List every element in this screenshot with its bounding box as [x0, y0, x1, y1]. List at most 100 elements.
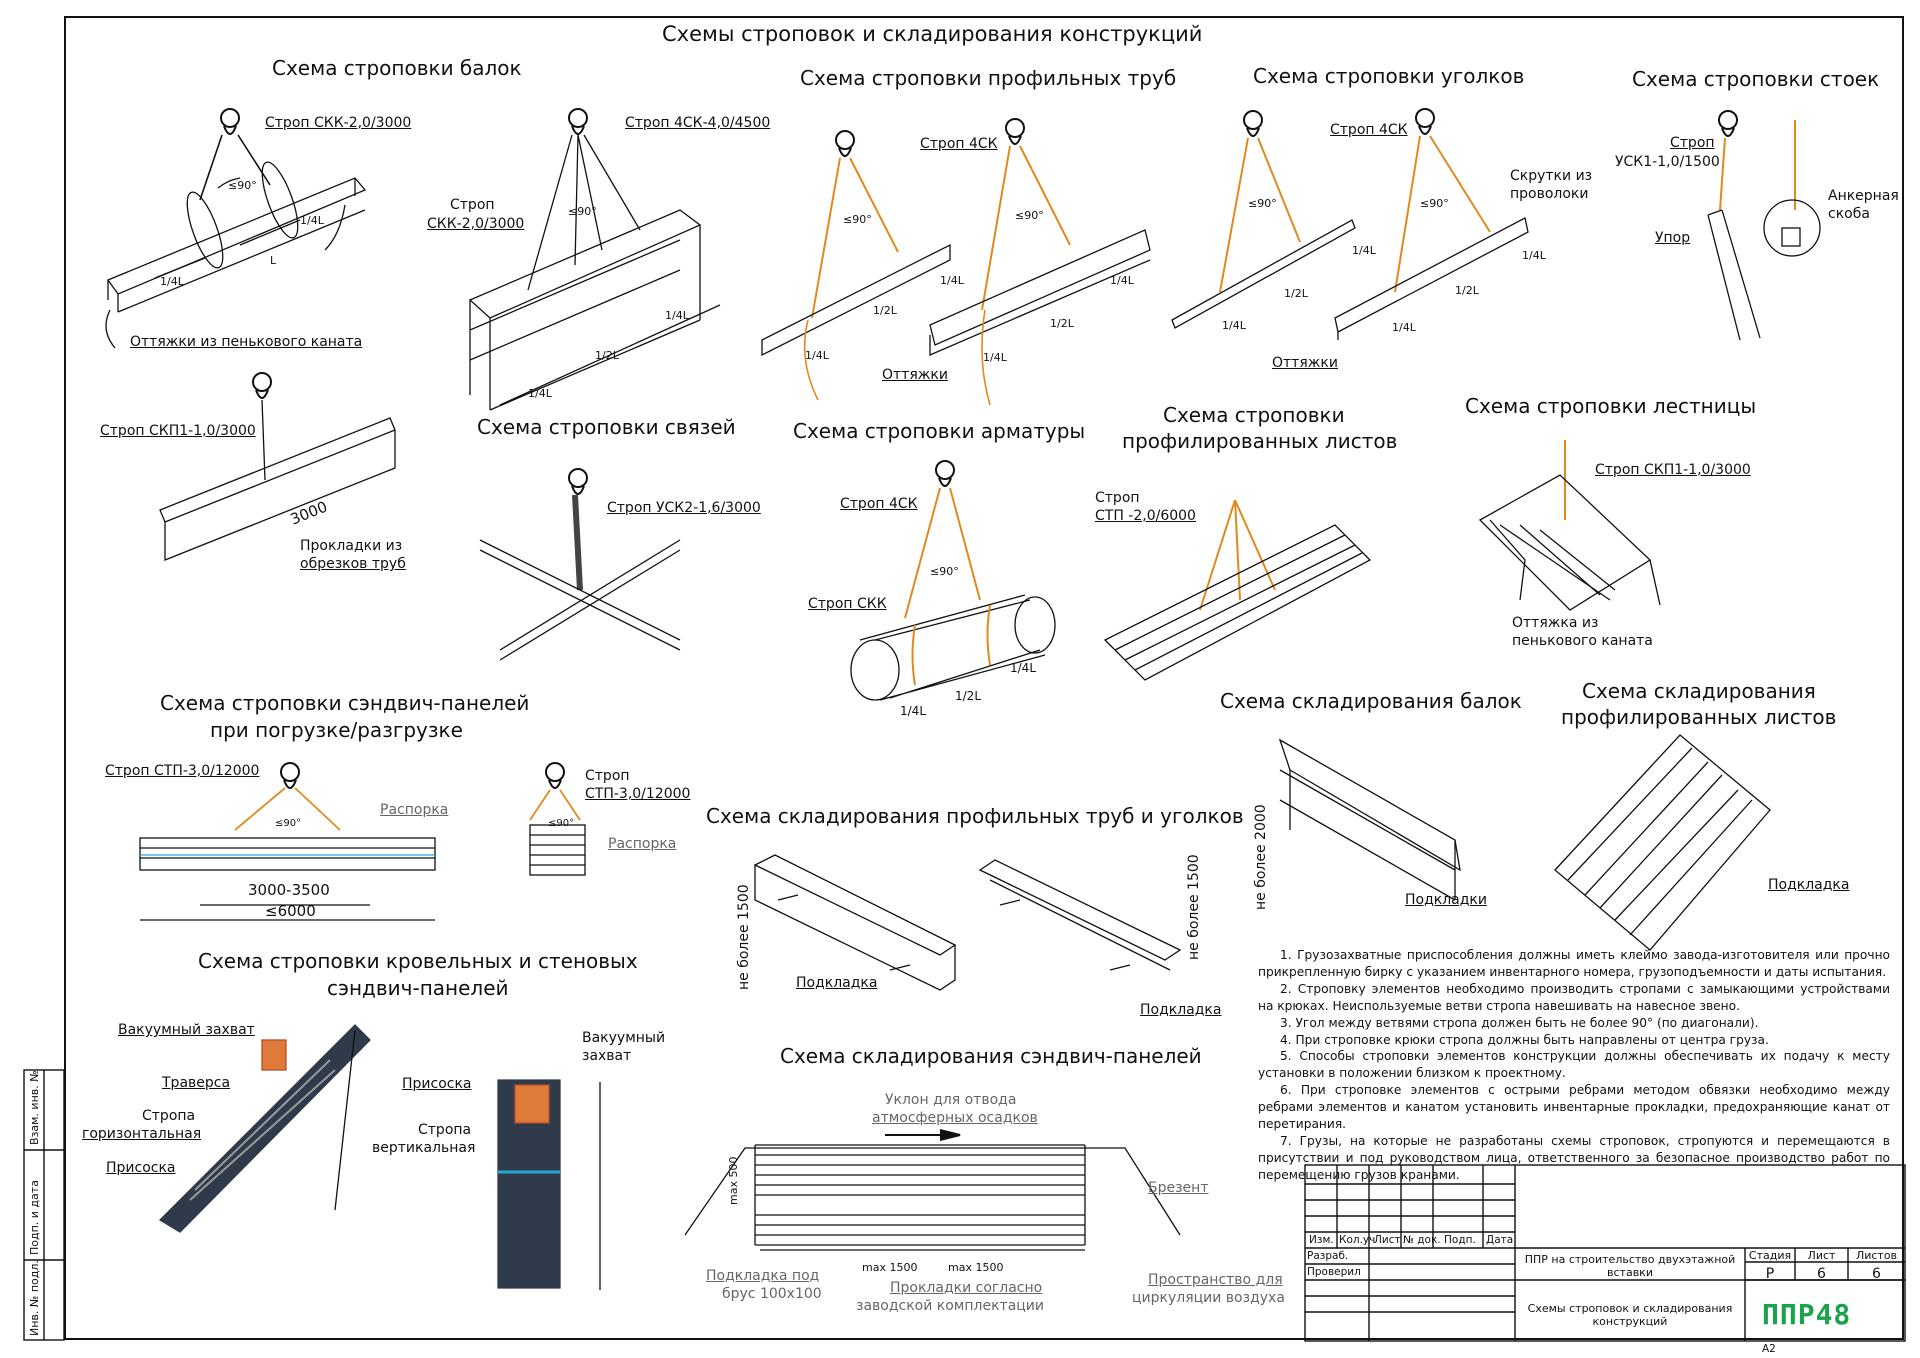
label-rasporka-1: Распорка	[380, 802, 449, 818]
label-angle-angles-1: ≤90°	[1248, 197, 1277, 210]
note-2: 2. Строповку элементов необходимо произв…	[1258, 981, 1890, 1013]
tb-listov-h: Листов	[1855, 1249, 1898, 1262]
label-stp3-b: СТП-3,0/12000	[585, 786, 691, 802]
label-max1500-1: max 1500	[862, 1261, 918, 1274]
beam-sling-sketch	[105, 108, 367, 349]
sandwich-storage-sketch	[684, 1129, 1181, 1251]
label-skp1-beam: Строп СКП1-1,0/3000	[100, 423, 256, 439]
label-half-angles-1: 1/2L	[1284, 287, 1308, 300]
label-quarter-angles-1: 1/4L	[1222, 319, 1246, 332]
label-angle-sandwich-2: ≤90°	[548, 818, 575, 829]
label-half-bundle: 1/2L	[595, 349, 619, 362]
ladder-sketch	[1478, 440, 1661, 611]
tb-list-h: Лист	[1807, 1249, 1836, 1262]
note-7: 7. Грузы, на которые не разработаны схем…	[1258, 1133, 1890, 1182]
label-strop-sheets: Строп	[1095, 490, 1140, 506]
heading-sandwich-1: Схема строповки сэндвич-панелей	[160, 691, 530, 715]
label-ottyazhki-pipes: Оттяжки	[882, 367, 948, 383]
tb-sheet-name: Схемы строповок и складирования конструк…	[1527, 1302, 1733, 1328]
sheet-title: Схемы строповок и складирования конструк…	[662, 22, 1203, 46]
heading-store-beams: Схема складирования балок	[1220, 689, 1522, 713]
label-angle-sandwich-1: ≤90°	[275, 818, 302, 829]
label-stp3: Строп СТП-3,0/12000	[105, 763, 260, 779]
label-strop-posts: Строп	[1670, 135, 1715, 151]
label-prostranstvo-2: циркуляции воздуха	[1132, 1290, 1285, 1306]
pipe-sling-sketch	[761, 118, 1151, 406]
label-vakuum-2: захват	[582, 1048, 632, 1064]
label-prisoska-2: Присоска	[402, 1076, 472, 1092]
beam-bundle-sketch	[468, 108, 721, 411]
heading-posts: Схема строповки стоек	[1632, 67, 1880, 91]
label-quarter-angles-2: 1/4L	[1352, 244, 1376, 257]
label-quarter-pipes-2: 1/4L	[940, 274, 964, 287]
label-vakuum: Вакуумный захват	[118, 1022, 255, 1038]
label-stp2: СТП -2,0/6000	[1095, 508, 1196, 524]
brace-sling-sketch	[479, 468, 681, 661]
label-ne-bolee-1500-2: не более 1500	[1186, 854, 1202, 960]
label-uklon-1: Уклон для отвода	[885, 1092, 1017, 1108]
side-stamp-1: Взам. инв. №	[28, 1070, 41, 1145]
sheet-storage-sketch	[1554, 734, 1771, 951]
tb-col-izm: Изм.	[1309, 1234, 1334, 1246]
post-sling-sketch	[1707, 110, 1821, 341]
label-d6000: ≤6000	[265, 902, 316, 920]
label-quarter-beams: 1/4L	[160, 275, 184, 288]
label-ankernaya-2: скоба	[1828, 206, 1870, 222]
heading-beams: Схема строповки балок	[272, 56, 522, 80]
label-quarter-bundle: 1/4L	[528, 387, 552, 400]
tb-stadiya-h: Стадия	[1748, 1249, 1792, 1262]
drawing-frame	[64, 16, 1904, 1340]
heading-angles: Схема строповки уголков	[1253, 64, 1525, 88]
angle-sling-sketch	[1171, 108, 1529, 340]
note-6: 6. При строповке элементов с острыми реб…	[1258, 1083, 1890, 1132]
label-brezent: Брезент	[1148, 1180, 1209, 1196]
heading-roof-1: Схема строповки кровельных и стеновых	[198, 949, 638, 973]
note-5: 5. Способы строповки элементов конструкц…	[1258, 1049, 1890, 1081]
heading-braces: Схема строповки связей	[477, 415, 736, 439]
label-angle-rebar: ≤90°	[930, 565, 959, 578]
side-stamp-3: Инв. № подл.	[28, 1260, 41, 1336]
label-4sk-rebar: Строп 4СК	[840, 496, 918, 512]
label-stropa-h: горизонтальная	[82, 1126, 202, 1142]
label-stropa-v: вертикальная	[372, 1140, 476, 1156]
label-angle-pipes-2: ≤90°	[1015, 209, 1044, 222]
label-ottyazhki-rope: Оттяжки из пенькового каната	[130, 334, 363, 350]
label-ottyazhki-angles: Оттяжки	[1272, 355, 1338, 371]
tb-col-doc: № док.	[1403, 1234, 1441, 1246]
label-skk: Строп СКК-2,0/3000	[265, 115, 412, 131]
label-traversa: Траверса	[162, 1075, 231, 1091]
label-angle-pipes-1: ≤90°	[843, 213, 872, 226]
label-prisoska-1: Присоска	[106, 1160, 176, 1176]
roof-panel-sketch	[158, 1024, 371, 1233]
label-usk2: Строп УСК2-1,6/3000	[607, 500, 761, 516]
label-quarter-angles-4: 1/4L	[1522, 249, 1546, 262]
label-d3000-3500: 3000-3500	[248, 881, 330, 899]
label-quarter-beams-2: 1/4L	[300, 214, 324, 227]
tb-stadiya: Р	[1765, 1266, 1775, 1282]
label-ne-bolee-1500-1: не более 1500	[736, 884, 752, 990]
label-ottyazhka-1: Оттяжка из	[1512, 615, 1599, 631]
label-prokladki-1: Прокладки из	[300, 538, 403, 554]
pipe-storage-sketch	[753, 854, 1182, 991]
tb-col-kol: Кол.уч	[1339, 1234, 1376, 1246]
label-stropa-v-1: Стропа	[418, 1122, 472, 1138]
label-vakuum-1: Вакуумный	[582, 1030, 666, 1046]
label-angle-angles-2: ≤90°	[1420, 197, 1449, 210]
label-podkladka-1: Подкладка	[796, 975, 878, 991]
label-skk-b: СКК-2,0/3000	[427, 216, 525, 232]
label-4sk-pipes: Строп 4СК	[920, 136, 998, 152]
tb-col-podp: Подп.	[1444, 1234, 1476, 1246]
label-podkladki: Подкладки	[1405, 892, 1487, 908]
label-half-pipes-1: 1/2L	[873, 304, 897, 317]
label-quarter-bundle-2: 1/4L	[665, 309, 689, 322]
heading-sandwich-2: при погрузке/разгрузке	[210, 718, 463, 742]
label-quarter-pipes-4: 1/4L	[1110, 274, 1134, 287]
heading-store-pipes: Схема складирования профильных труб и уг…	[706, 804, 1244, 828]
note-1: 1. Грузозахватные приспособления должны …	[1258, 948, 1890, 979]
heading-store-sandwich: Схема складирования сэндвич-панелей	[780, 1044, 1202, 1068]
tb-project: ППР на строительство двухэтажной вставки	[1524, 1253, 1736, 1279]
label-quarter-angles-3: 1/4L	[1392, 321, 1416, 334]
titleblock-grid	[1304, 1164, 1906, 1342]
